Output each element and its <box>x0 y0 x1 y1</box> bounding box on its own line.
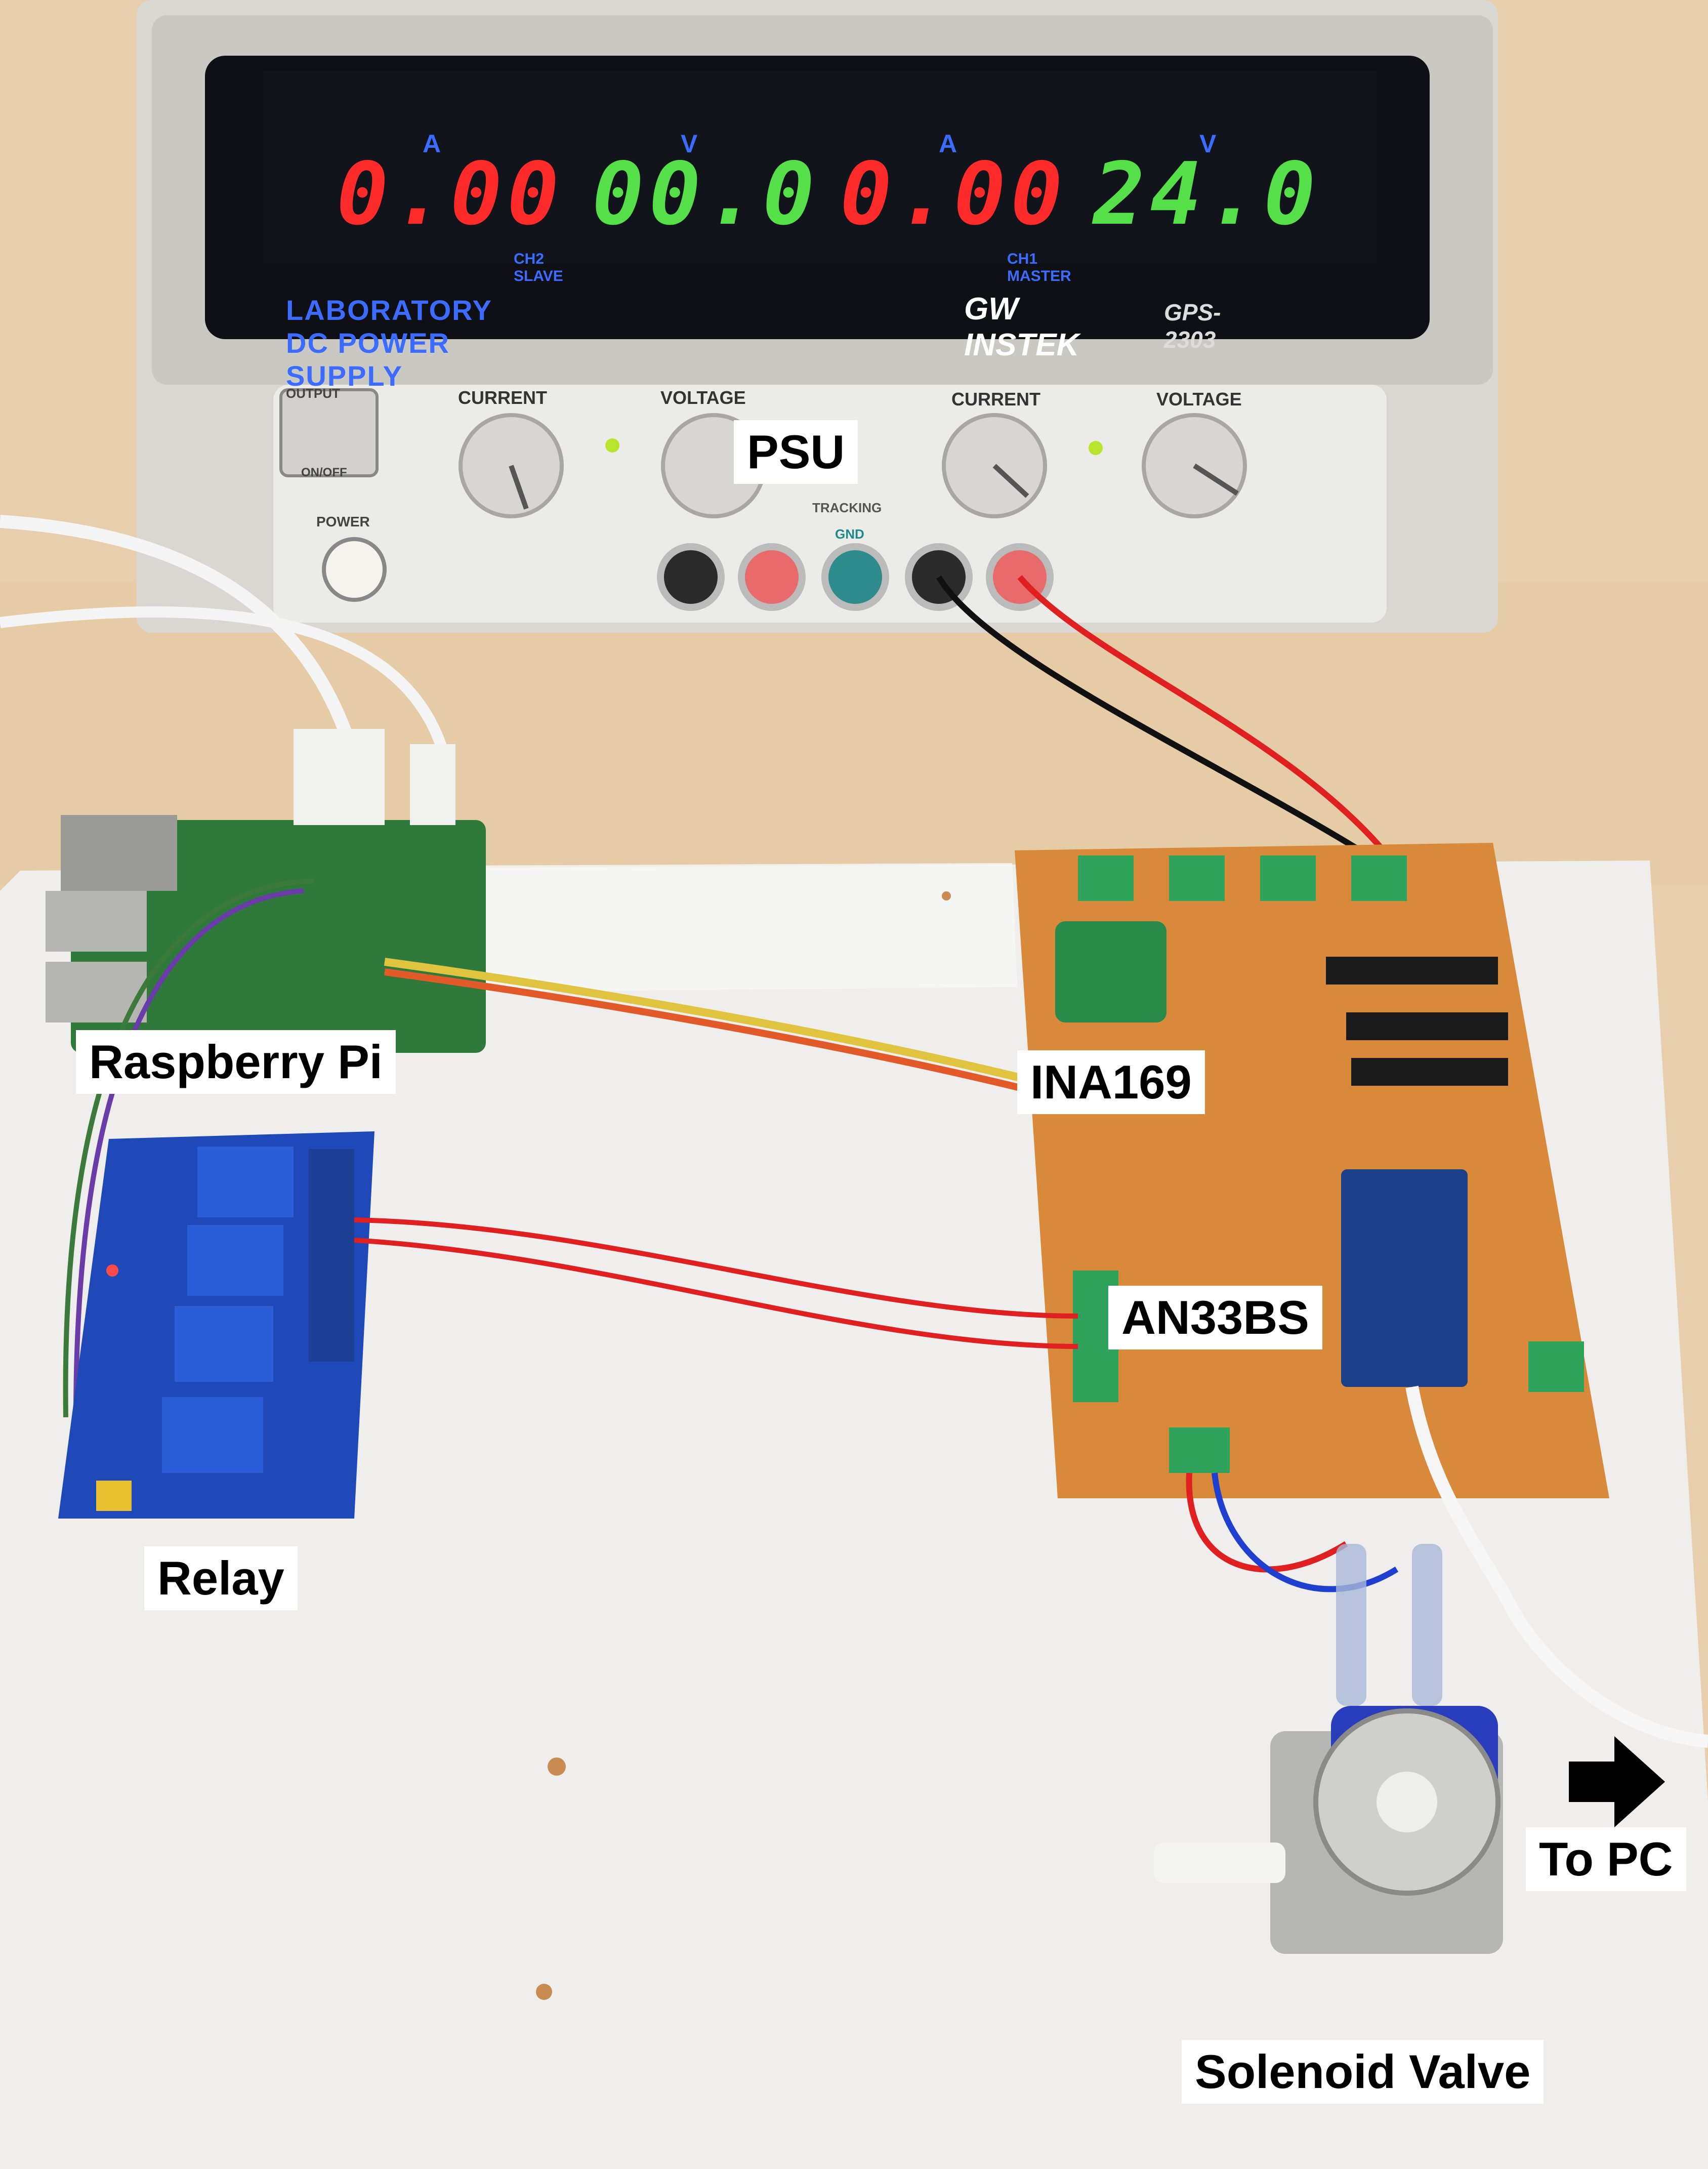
ch1-current-caption: CURRENT <box>951 389 1040 410</box>
ch2-voltage-readout: 00.0 <box>592 144 820 244</box>
label-to-pc: To PC <box>1526 1827 1686 1891</box>
label-psu: PSU <box>734 420 858 484</box>
ch1-voltmeter-unit: V <box>1199 130 1217 158</box>
solenoid-valve <box>1154 1544 1503 1954</box>
label-raspberry-pi: Raspberry Pi <box>76 1030 396 1094</box>
ch1-voltage-readout: 24.0 <box>1093 144 1321 244</box>
relay-board <box>58 1131 374 1519</box>
psu-red-wire <box>1017 575 1394 863</box>
ch2-ammeter-unit: A <box>423 130 441 158</box>
output-caption: OUTPUT <box>286 386 340 401</box>
psu-brand-line: LABORATORY DC POWER SUPPLY <box>286 294 492 392</box>
raspberry-pi-board <box>46 729 486 1053</box>
output-switch <box>279 388 379 477</box>
psu-brand: GW INSTEK <box>964 292 1079 362</box>
power-button <box>322 537 387 602</box>
microcontroller-board <box>1341 1169 1468 1387</box>
label-ina169: INA169 <box>1017 1050 1205 1114</box>
ina169-module <box>1055 921 1167 1022</box>
usb-cable-to-pc <box>1405 1385 1708 1748</box>
ch2-voltage-caption: VOLTAGE <box>660 387 746 408</box>
ch2-current-readout: 0.00 <box>337 144 564 244</box>
on-off-caption: ON/OFF <box>301 466 347 479</box>
gnd-caption: GND <box>835 526 864 542</box>
psu-black-wire <box>936 575 1379 864</box>
ch2-voltmeter-unit: V <box>681 130 698 158</box>
ch2-neg-terminal <box>657 543 725 611</box>
ch2-slave-caption: CH2 SLAVE <box>514 251 563 284</box>
valve-terminal <box>1169 1427 1230 1473</box>
ch2-current-caption: CURRENT <box>458 387 547 408</box>
power-input-terminal <box>1351 855 1407 901</box>
ch1-ammeter-unit: A <box>939 130 957 158</box>
power-supply <box>137 0 1498 633</box>
to-pc-arrow <box>1569 1736 1665 1827</box>
ch1-current-readout: 0.00 <box>840 144 1068 244</box>
tracking-caption: TRACKING <box>812 500 882 515</box>
psu-model: GPS-2303 <box>1164 299 1221 353</box>
label-an33bs: AN33BS <box>1108 1286 1322 1349</box>
label-solenoid-valve: Solenoid Valve <box>1182 2040 1544 2104</box>
power-caption: POWER <box>316 514 370 529</box>
label-relay: Relay <box>144 1546 298 1610</box>
gnd-terminal <box>821 543 889 611</box>
ch2-pos-terminal <box>738 543 806 611</box>
ch1-voltage-caption: VOLTAGE <box>1156 389 1242 410</box>
ch1-master-caption: CH1 MASTER <box>1007 251 1071 284</box>
